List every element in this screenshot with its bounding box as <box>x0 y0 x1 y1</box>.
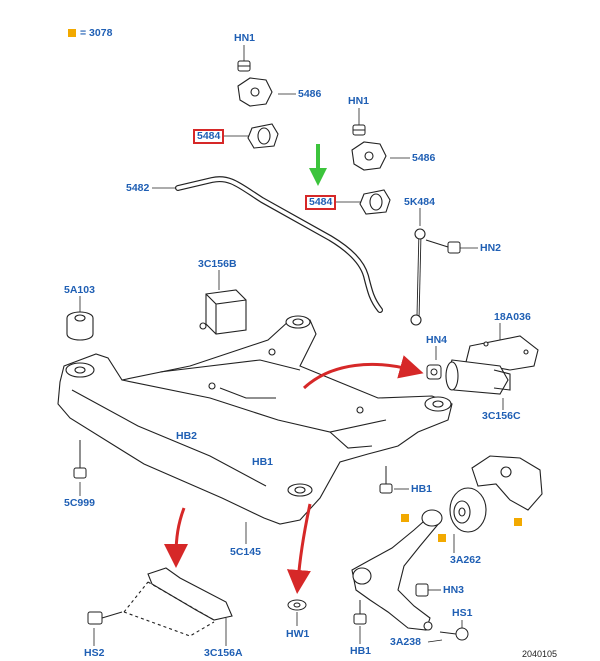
bolt-hs2 <box>87 611 123 625</box>
label-5a103: 5A103 <box>64 284 95 296</box>
label-hb1-bottom: HB1 <box>350 645 372 657</box>
nut-hn2 <box>447 241 461 254</box>
stabilizer-assembly <box>175 77 449 326</box>
bushing-5484-left <box>247 123 279 149</box>
lower-control-arm <box>351 509 443 631</box>
bracket-5486-right <box>351 141 387 171</box>
leader-lines <box>79 45 504 646</box>
nut-hn1-left <box>237 60 251 72</box>
legend: = 3078 <box>68 27 112 39</box>
label-5486-left: 5486 <box>298 88 322 100</box>
label-5482: 5482 <box>126 182 150 194</box>
legend-text: = 3078 <box>80 27 113 39</box>
bracket-5486-left <box>237 77 273 107</box>
drawing-code: 2040105 <box>522 649 558 659</box>
module-3c156b <box>199 289 247 335</box>
bolt-hb1-right <box>379 466 393 494</box>
label-hw1: HW1 <box>286 628 310 640</box>
label-hn1-right: HN1 <box>348 95 370 107</box>
label-5486-right: 5486 <box>412 152 436 164</box>
label-hs1: HS1 <box>452 607 473 619</box>
label-5c145: 5C145 <box>230 546 261 558</box>
label-hb1-mid: HB1 <box>252 456 274 468</box>
subframe-5c145 <box>57 315 453 525</box>
arrow-to-hn4 <box>302 355 424 390</box>
marker-3078-arm <box>401 514 409 522</box>
bolt-hb1-bottom <box>353 600 367 625</box>
label-3a238: 3A238 <box>390 636 421 648</box>
label-3c156c: 3C156C <box>482 410 521 422</box>
nut-hn1-right <box>352 124 366 136</box>
highlight-arrows <box>164 144 424 594</box>
legend-marker <box>68 29 76 37</box>
label-hb2: HB2 <box>176 430 198 442</box>
bracket-bushing-housing <box>471 455 543 511</box>
label-hn1-left: HN1 <box>234 32 256 44</box>
module-3c156c <box>445 359 511 395</box>
bushing-3a262 <box>449 487 487 533</box>
components <box>66 289 543 637</box>
bolt-hs1 <box>439 627 469 641</box>
bracket-3c156a <box>123 567 233 637</box>
bolt-hn3 <box>415 583 429 597</box>
label-5484-left: 5484 <box>193 129 225 144</box>
label-hn2: HN2 <box>480 242 502 254</box>
label-hn4: HN4 <box>426 334 448 346</box>
label-5484-right: 5484 <box>305 195 337 210</box>
arrow-to-hw1 <box>286 503 312 594</box>
nut-hn4 <box>426 364 442 380</box>
stabilizer-bar-5482 <box>175 176 383 313</box>
arrow-to-3c156a <box>164 507 189 568</box>
label-hs2: HS2 <box>84 647 105 659</box>
marker-3078-bushing <box>438 534 446 542</box>
green-arrow-to-5484 <box>309 144 327 186</box>
link-5k484 <box>410 228 449 326</box>
label-18a036: 18A036 <box>494 311 531 323</box>
bushing-5a103 <box>66 311 94 341</box>
label-3c156b: 3C156B <box>198 258 237 270</box>
label-5c999: 5C999 <box>64 497 95 509</box>
label-3a262: 3A262 <box>450 554 481 566</box>
bushing-5484-right <box>359 189 391 215</box>
washer-hw1 <box>287 599 307 611</box>
label-hb1-right: HB1 <box>411 483 433 495</box>
label-hn3: HN3 <box>443 584 465 596</box>
label-3c156a: 3C156A <box>204 647 243 659</box>
marker-3078-bracket <box>514 518 522 526</box>
bolt-5c999 <box>73 440 87 479</box>
label-5k484: 5K484 <box>404 196 435 208</box>
